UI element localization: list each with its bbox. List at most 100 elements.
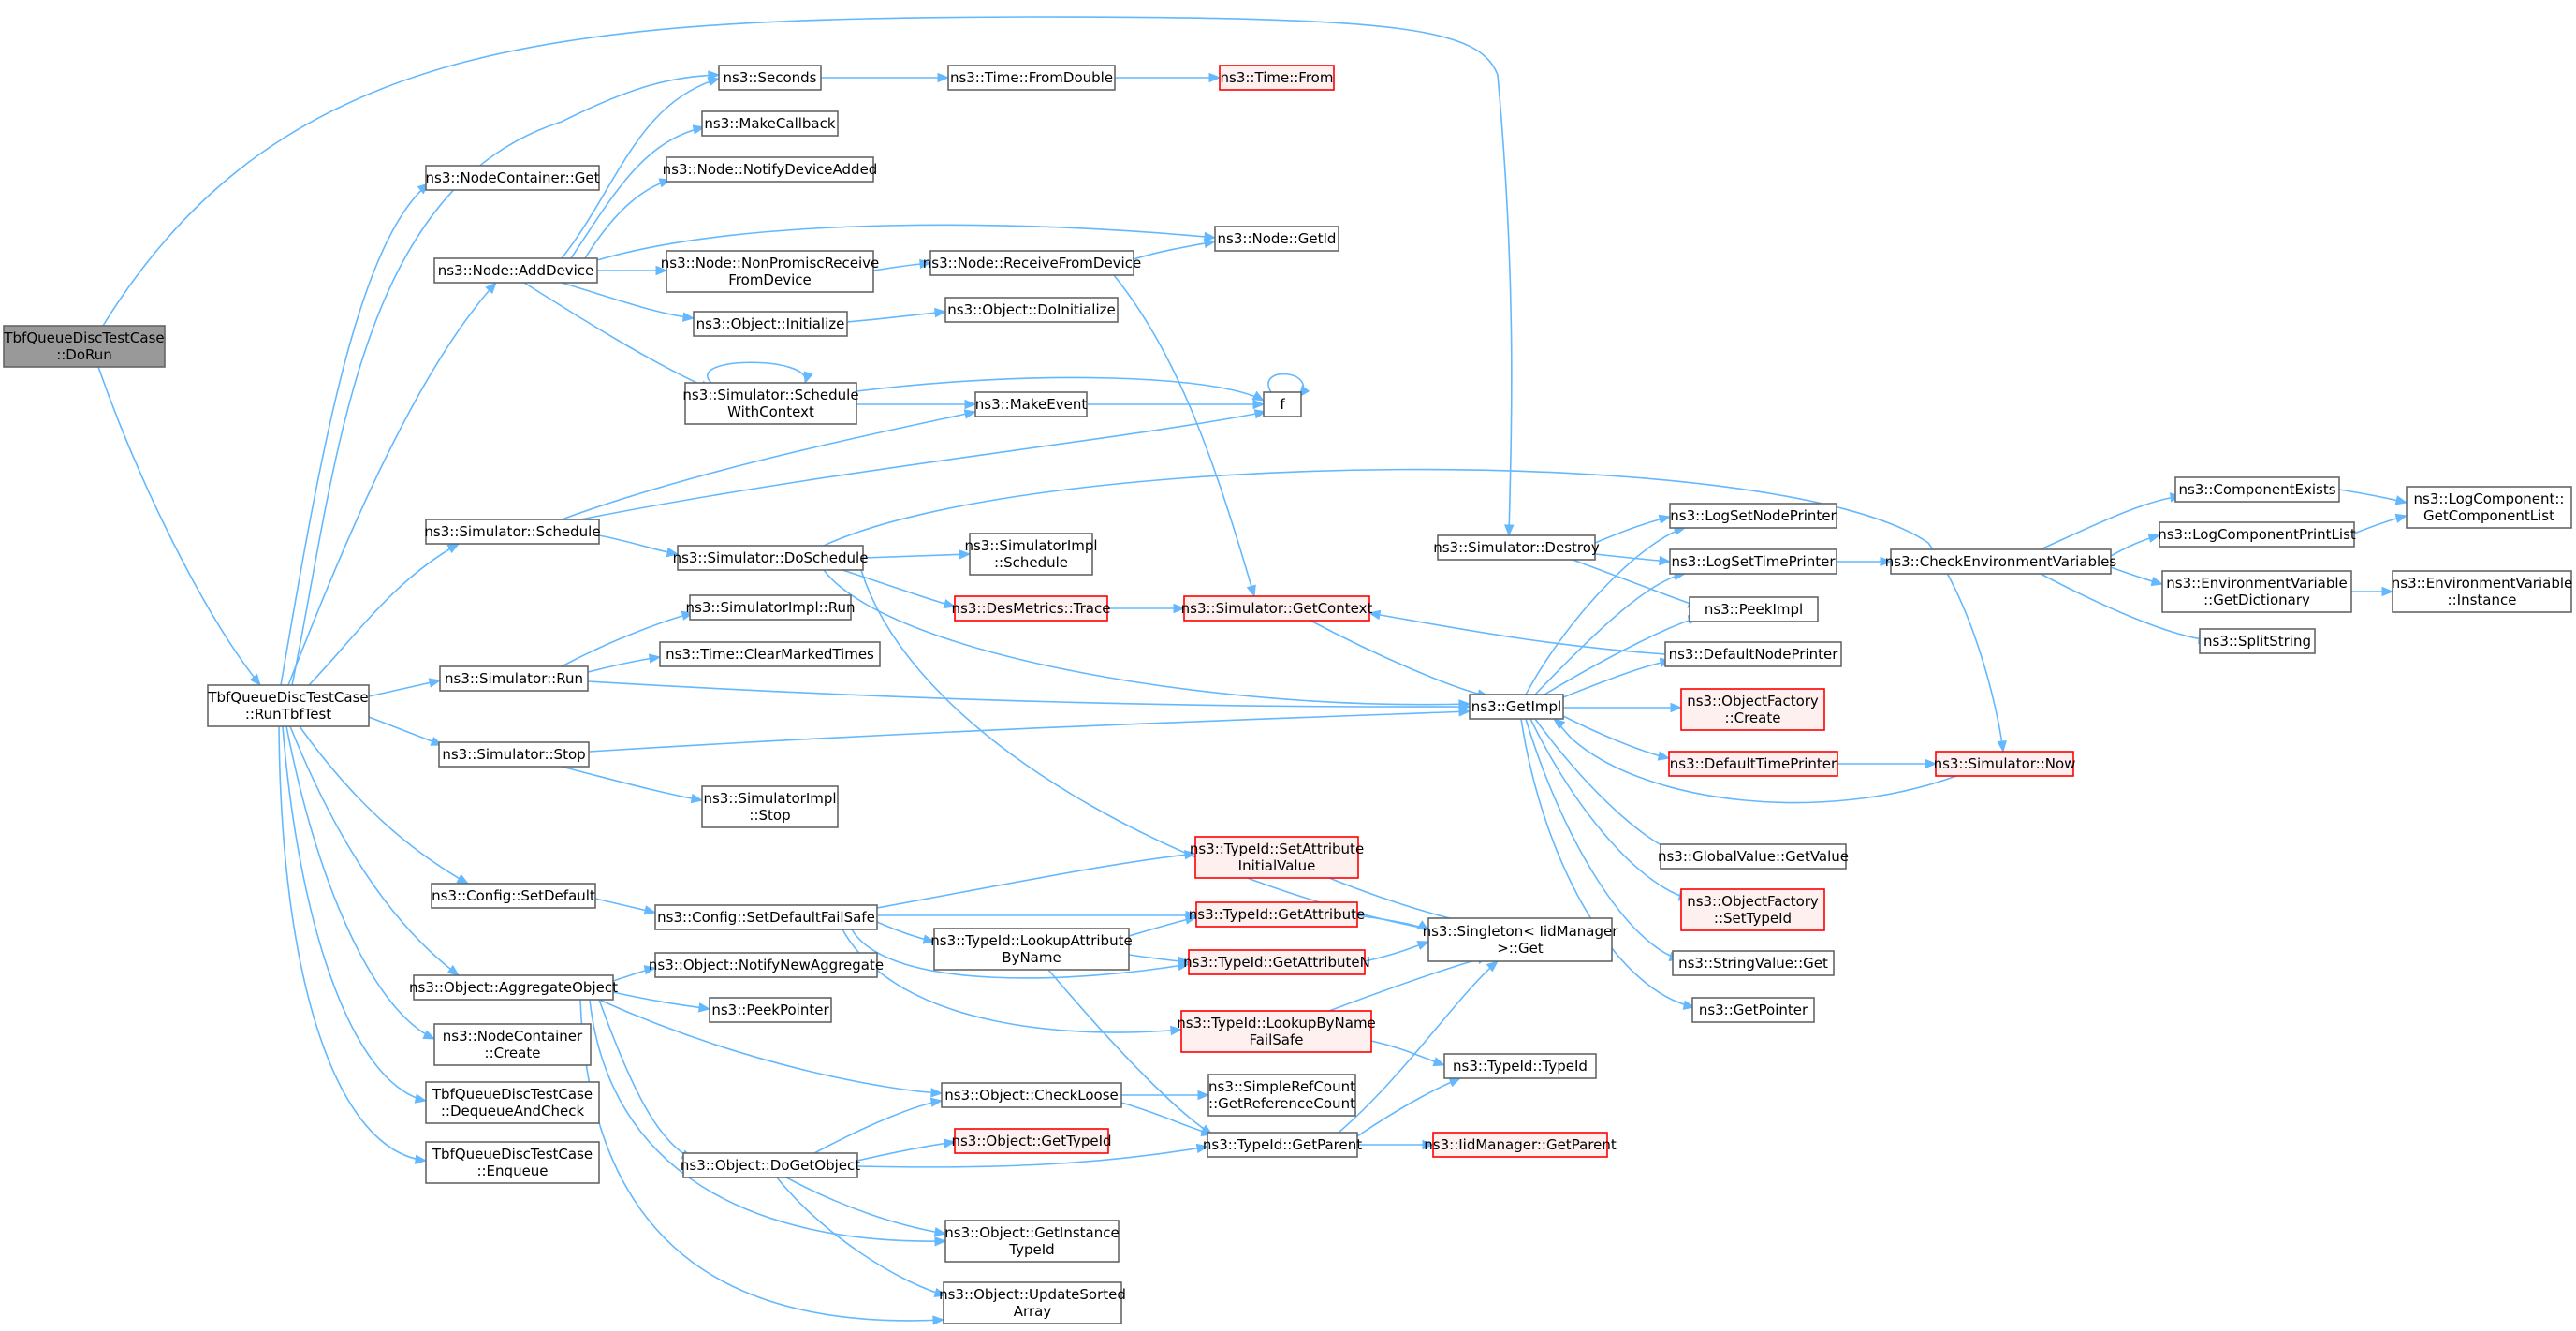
node-peekpointer[interactable]: ns3::PeekPointer [709, 997, 832, 1023]
node-doinitialize[interactable]: ns3::Object::DoInitialize [944, 297, 1119, 323]
node-compexists[interactable]: ns3::ComponentExists [2174, 476, 2340, 503]
node-receivefromdev[interactable]: ns3::Node::ReceiveFromDevice [923, 250, 1141, 276]
node-f[interactable]: f [1263, 391, 1302, 417]
node-defaulttimeprinter[interactable]: ns3::DefaultTimePrinter [1668, 751, 1838, 777]
node-implstop[interactable]: ns3::SimulatorImpl::Stop [701, 785, 839, 828]
edge-line [846, 311, 946, 323]
node-label: >::Get [1497, 940, 1544, 957]
node-seconds[interactable]: ns3::Seconds [718, 65, 822, 91]
node-getattribute[interactable]: ns3::TypeId::GetAttribute [1189, 901, 1365, 928]
node-sim_run[interactable]: ns3::Simulator::Run [439, 666, 589, 692]
node-nc_get[interactable]: ns3::NodeContainer::Get [425, 165, 600, 191]
node-logsettimeprinter[interactable]: ns3::LogSetTimePrinter [1669, 548, 1837, 575]
node-getcontext[interactable]: ns3::Simulator::GetContext [1181, 595, 1373, 622]
node-defaultnodeprinter[interactable]: ns3::DefaultNodePrinter [1664, 641, 1842, 667]
node-logsetnodeprinter[interactable]: ns3::LogSetNodePrinter [1669, 503, 1837, 529]
node-label: ns3::TypeId::GetAttributeN [1183, 954, 1370, 971]
node-makecallback[interactable]: ns3::MakeCallback [701, 110, 839, 137]
node-nc_create[interactable]: ns3::NodeContainer::Create [433, 1023, 592, 1066]
node-globalvalue[interactable]: ns3::GlobalValue::GetValue [1658, 843, 1849, 870]
node-box [425, 1081, 600, 1124]
edge-defaultnodeprinter-to-getcontext [1368, 609, 1666, 655]
node-label: ns3::Object::DoInitialize [947, 301, 1115, 318]
node-notifydev[interactable]: ns3::Node::NotifyDeviceAdded [663, 156, 878, 183]
arrowhead-icon [959, 549, 972, 560]
node-checkloose[interactable]: ns3::Object::CheckLoose [941, 1082, 1122, 1108]
node-dogetobject[interactable]: ns3::Object::DoGetObject [681, 1152, 860, 1178]
edge-dogetobject-to-gettypeid [856, 1138, 957, 1162]
node-dequeue[interactable]: TbfQueueDiscTestCase::DequeueAndCheck [425, 1081, 600, 1124]
node-box [1935, 751, 2074, 777]
node-simnow[interactable]: ns3::Simulator::Now [1934, 751, 2076, 777]
node-cfg_setdefault[interactable]: ns3::Config::SetDefault [431, 883, 596, 909]
edge-lookupattr-to-getattribute [1128, 914, 1198, 937]
node-makeevent[interactable]: ns3::MakeEvent [974, 391, 1088, 417]
node-implrun[interactable]: ns3::SimulatorImpl::Run [686, 594, 856, 621]
node-getattributen[interactable]: ns3::TypeId::GetAttributeN [1183, 949, 1370, 975]
arrowhead-icon [1657, 751, 1671, 761]
node-box [433, 257, 598, 284]
node-setdefaultfailsafe[interactable]: ns3::Config::SetDefaultFailSafe [654, 904, 878, 930]
node-logcompgetlist[interactable]: ns3::LogComponent::GetComponentList [2406, 486, 2572, 529]
node-gettypeid[interactable]: ns3::Object::GetTypeId [951, 1128, 1112, 1154]
arrowhead-icon [937, 72, 950, 83]
node-objfactcreate[interactable]: ns3::ObjectFactory::Create [1680, 688, 1825, 731]
node-initialize[interactable]: ns3::Object::Initialize [693, 311, 848, 337]
edge-initialize-to-doinitialize [846, 307, 947, 323]
node-getid[interactable]: ns3::Node::GetId [1214, 226, 1339, 252]
edge-line [1534, 573, 1686, 695]
node-dorun[interactable]: TbfQueueDiscTestCase::DoRun [3, 325, 166, 368]
node-implschedule[interactable]: ns3::SimulatorImpl::Schedule [964, 533, 1098, 576]
node-notifyagg[interactable]: ns3::Object::NotifyNewAggregate [649, 952, 884, 978]
arrowhead-icon [648, 653, 662, 664]
node-fromdouble[interactable]: ns3::Time::FromDouble [947, 65, 1116, 91]
node-checkenv[interactable]: ns3::CheckEnvironmentVariables [1885, 548, 2117, 575]
arrowhead-icon [2394, 513, 2408, 523]
node-getparent[interactable]: ns3::TypeId::GetParent [1203, 1132, 1362, 1158]
edge-checkenv-to-envgetdict [2110, 566, 2164, 587]
node-sim_schedule[interactable]: ns3::Simulator::Schedule [424, 519, 601, 545]
node-adddevice[interactable]: ns3::Node::AddDevice [433, 257, 598, 284]
node-logcompprint[interactable]: ns3::LogComponentPrintList [2158, 521, 2356, 548]
node-envinstance[interactable]: ns3::EnvironmentVariable::Instance [2392, 570, 2572, 613]
node-runtbf[interactable]: TbfQueueDiscTestCase::RunTbfTest [207, 684, 370, 727]
node-typeid[interactable]: ns3::TypeId::TypeId [1443, 1053, 1597, 1079]
node-label: ns3::ObjectFactory [1687, 693, 1819, 709]
node-sim_stop[interactable]: ns3::Simulator::Stop [438, 741, 590, 768]
node-stringvalue[interactable]: ns3::StringValue::Get [1672, 950, 1835, 976]
node-objfactsettypeid[interactable]: ns3::ObjectFactory::SetTypeId [1680, 888, 1825, 931]
node-label: ns3::GetImpl [1471, 698, 1561, 715]
arrowhead-icon [2381, 586, 2394, 597]
node-doschedule[interactable]: ns3::Simulator::DoSchedule [673, 545, 869, 571]
node-peekimpl[interactable]: ns3::PeekImpl [1689, 596, 1819, 622]
node-label: TbfQueueDiscTestCase [432, 1146, 593, 1163]
node-desmetrics[interactable]: ns3::DesMetrics::Trace [952, 595, 1111, 622]
node-destroy[interactable]: ns3::Simulator::Destroy [1433, 534, 1600, 561]
node-envgetdict[interactable]: ns3::EnvironmentVariable::GetDictionary [2161, 570, 2352, 613]
node-timefrom[interactable]: ns3::Time::From [1219, 65, 1335, 91]
node-getrefcount[interactable]: ns3::SimpleRefCount::GetReferenceCount [1208, 1074, 1356, 1117]
node-getimpl[interactable]: ns3::GetImpl [1469, 694, 1564, 720]
edge-setdefaultfailsafe-to-setattrinit [876, 849, 1197, 909]
node-iidgetparent[interactable]: ns3::IidManager::GetParent [1424, 1132, 1617, 1158]
node-clearmarked[interactable]: ns3::Time::ClearMarkedTimes [659, 641, 881, 667]
node-splitstring[interactable]: ns3::SplitString [2199, 628, 2316, 654]
edge-getimpl-to-defaulttimeprinter [1562, 715, 1671, 761]
node-enqueue[interactable]: TbfQueueDiscTestCase::Enqueue [425, 1141, 600, 1184]
node-singleton[interactable]: ns3::Singleton< IidManager >::Get [1423, 917, 1619, 962]
edge-line [1113, 274, 1255, 597]
edge-destroy-to-logsetnodeprinter [1594, 514, 1672, 544]
node-box [933, 928, 1130, 971]
node-label: ns3::Config::SetDefaultFailSafe [657, 909, 875, 926]
node-getpointer[interactable]: ns3::GetPointer [1691, 997, 1815, 1023]
node-aggregate[interactable]: ns3::Object::AggregateObject [409, 974, 618, 1001]
arrowhead-icon [1458, 707, 1471, 717]
edge-getimpl-to-objfactsettypeid [1530, 718, 1691, 901]
